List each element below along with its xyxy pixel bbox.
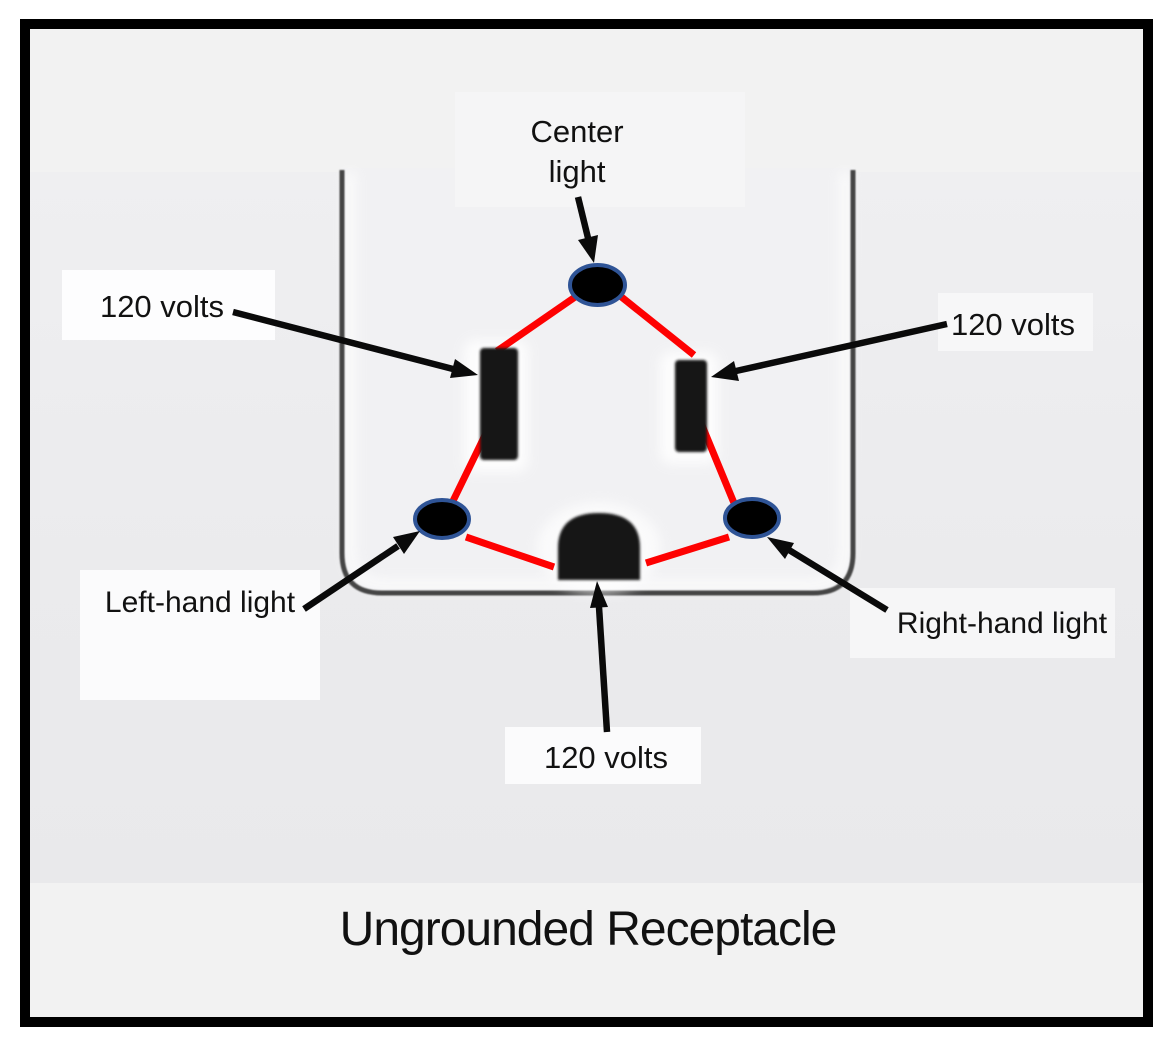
arrow-bottom-voltage-head bbox=[590, 581, 608, 608]
right-voltage-label: 120 volts bbox=[951, 307, 1075, 342]
wire-ground-to-right-light bbox=[644, 533, 731, 567]
center-light-label-line1: Center bbox=[530, 114, 623, 149]
right-voltage-label-box bbox=[938, 293, 1093, 351]
right-hot-slot bbox=[675, 360, 707, 452]
arrow-left-light-line bbox=[302, 543, 400, 612]
arrow-left-voltage-head bbox=[450, 359, 478, 378]
arrow-left-voltage-line bbox=[232, 308, 454, 373]
wire-left-light-to-ground bbox=[464, 533, 556, 571]
center-light-label-box bbox=[455, 92, 745, 207]
slide-title: Ungrounded Receptacle bbox=[340, 903, 837, 956]
arrow-right-voltage-line bbox=[735, 320, 948, 375]
left-light-label-box bbox=[80, 570, 320, 700]
wire-center-to-right-slot bbox=[616, 292, 697, 358]
right-light-label: Right-hand light bbox=[897, 607, 1108, 640]
left-test-light bbox=[413, 498, 471, 540]
center-light-label-line2: light bbox=[549, 154, 606, 189]
bottom-voltage-label: 120 volts bbox=[544, 740, 668, 775]
right-light-label-box bbox=[850, 588, 1115, 658]
left-neutral-slot bbox=[480, 348, 518, 460]
left-voltage-label-box bbox=[62, 270, 275, 340]
wire-center-to-left-slot bbox=[495, 292, 580, 354]
right-test-light bbox=[723, 497, 781, 539]
arrow-right-light-line bbox=[787, 547, 889, 613]
left-light-label: Left-hand light bbox=[105, 586, 296, 619]
arrow-right-voltage-head bbox=[711, 361, 739, 381]
annotation-arrows bbox=[232, 196, 948, 733]
center-test-light bbox=[568, 263, 627, 307]
arrow-bottom-voltage-line bbox=[595, 606, 611, 733]
bottom-voltage-label-box bbox=[505, 727, 701, 784]
ground-hole bbox=[558, 513, 640, 580]
left-voltage-label: 120 volts bbox=[100, 289, 224, 324]
arrow-center-light-head bbox=[578, 235, 598, 263]
arrow-center-light-line bbox=[574, 196, 592, 239]
annotation-arrowheads bbox=[393, 235, 794, 608]
arrow-left-light-head bbox=[393, 531, 420, 554]
arrow-right-light-head bbox=[767, 537, 794, 559]
